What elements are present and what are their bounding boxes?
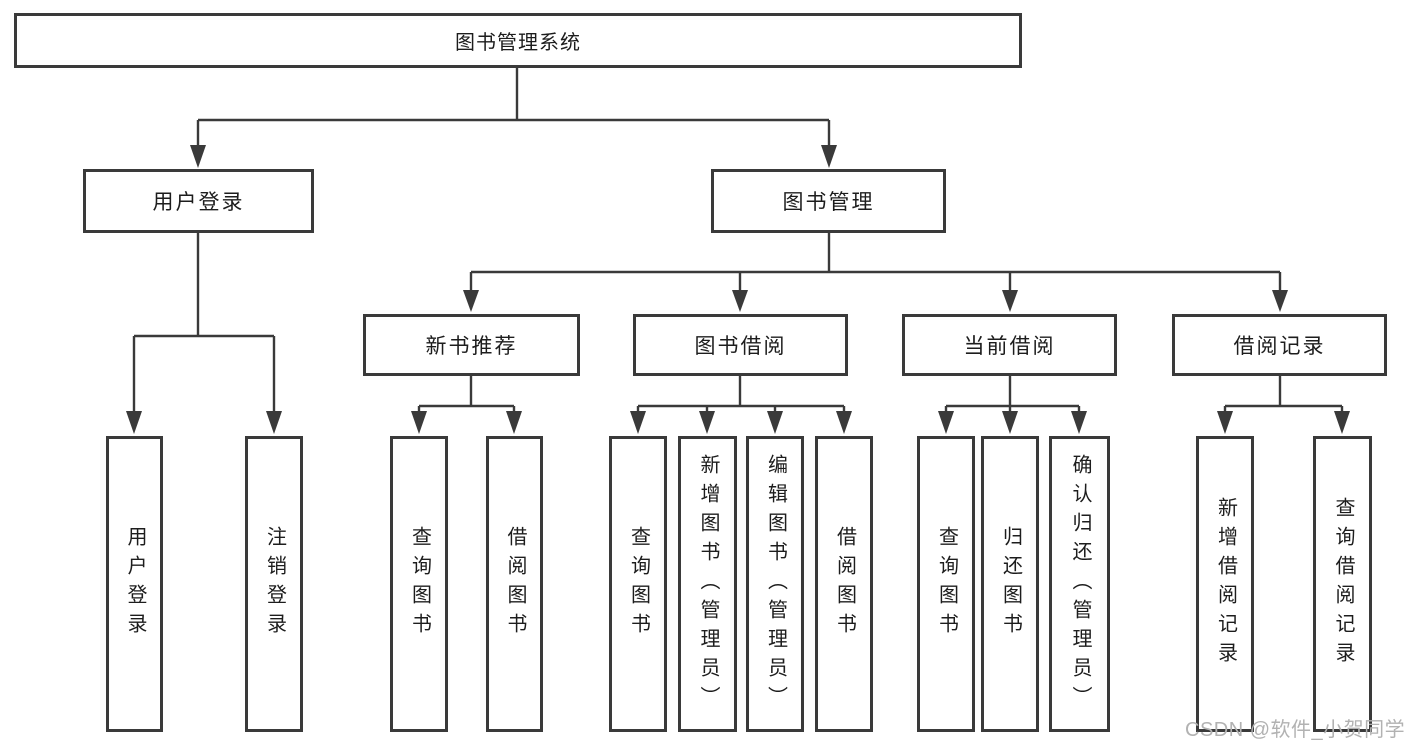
node-label: 新书推荐 [425, 335, 518, 358]
node-label: 新增借阅记录 [1214, 497, 1237, 671]
node-br-add-record: 新增借阅记录 [1196, 436, 1254, 732]
node-label: 图书管理 [782, 191, 875, 214]
node-cb-query-books: 查询图书 [917, 436, 975, 732]
node-label: 借阅图书 [833, 526, 856, 642]
node-label: 用户登录 [124, 526, 146, 642]
node-label: 用户登录 [152, 191, 245, 214]
node-cb-confirm-return-admin: 确认归还（管理员） [1049, 436, 1110, 732]
watermark-text: CSDN @软件_小贺同学 [1185, 719, 1405, 741]
node-label: 图书管理系统 [455, 32, 581, 54]
connector-new-book-recommend [417, 376, 516, 413]
node-book-management: 图书管理 [711, 169, 946, 233]
node-label: 编辑图书（管理员） [764, 453, 787, 715]
node-label: 借阅图书 [504, 526, 526, 642]
connector-current-borrow-arrowheads [938, 411, 1087, 434]
node-nb-borrow-books: 借阅图书 [486, 436, 543, 732]
node-user-login: 用户登录 [83, 169, 314, 233]
node-label: 新增图书（管理员） [697, 453, 719, 715]
node-label: 查询图书 [408, 526, 431, 642]
connector-book-management [469, 233, 1282, 292]
node-new-book-recommend: 新书推荐 [363, 314, 580, 376]
node-label: 查询图书 [627, 526, 650, 642]
node-borrow-records: 借阅记录 [1172, 314, 1387, 376]
connector-new-book-recommend-arrowheads [411, 411, 522, 434]
node-leaf-user-login: 用户登录 [106, 436, 163, 732]
connector-root [196, 68, 831, 147]
node-label: 归还图书 [999, 526, 1022, 642]
connector-book-management-arrowheads [463, 290, 1288, 312]
node-label: 查询图书 [935, 526, 958, 642]
node-label: 借阅记录 [1233, 335, 1326, 358]
node-br-query-record: 查询借阅记录 [1313, 436, 1372, 732]
connector-borrow-records-arrowheads [1217, 411, 1350, 434]
node-cb-return-books: 归还图书 [981, 436, 1039, 732]
node-label: 确认归还（管理员） [1069, 453, 1091, 715]
connector-user-login [132, 233, 276, 413]
node-label: 当前借阅 [963, 335, 1056, 358]
connector-borrow-records [1223, 376, 1344, 413]
node-label: 注销登录 [263, 526, 286, 642]
node-book-borrow: 图书借阅 [633, 314, 848, 376]
node-current-borrow: 当前借阅 [902, 314, 1117, 376]
node-nb-query-books: 查询图书 [390, 436, 448, 732]
connector-current-borrow [944, 376, 1081, 413]
node-label: 查询借阅记录 [1332, 497, 1354, 671]
connector-book-borrow [636, 376, 846, 413]
node-bb-borrow-books: 借阅图书 [815, 436, 873, 732]
connector-book-borrow-arrowheads [630, 411, 852, 434]
node-root: 图书管理系统 [14, 13, 1022, 68]
node-bb-query-books: 查询图书 [609, 436, 667, 732]
node-bb-add-books-admin: 新增图书（管理员） [678, 436, 737, 732]
node-bb-edit-books-admin: 编辑图书（管理员） [746, 436, 804, 732]
node-leaf-logout: 注销登录 [245, 436, 303, 732]
connector-user-login-arrowheads [126, 411, 282, 434]
node-label: 图书借阅 [694, 335, 787, 358]
connector-root-arrowheads [190, 145, 837, 168]
